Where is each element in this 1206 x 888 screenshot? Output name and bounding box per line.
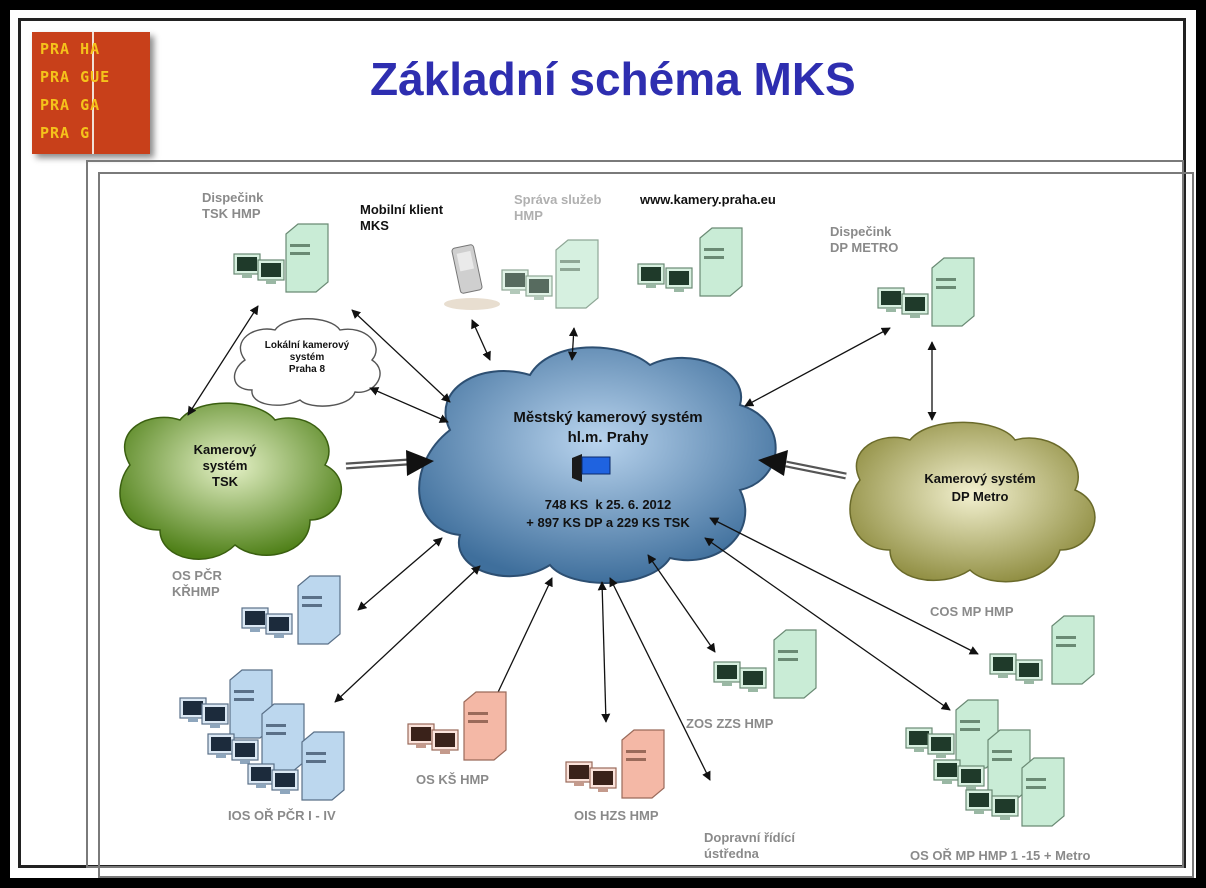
tsk-dispatch-servers: [233, 223, 329, 293]
link-osmp-center: [704, 537, 951, 711]
link-mobile-center: [471, 319, 491, 361]
link-hzs-center: [597, 581, 611, 723]
metro-dispatch-label: Dispečink DP METRO: [830, 224, 899, 255]
ios-label: IOS OŘ PČR I - IV: [228, 808, 336, 823]
ios-servers: [179, 669, 345, 801]
tsk-feed-arrow: [345, 450, 434, 476]
dopravni-label: Dopravní řídící ústředna: [704, 830, 796, 861]
metro-feed-arrow: [758, 450, 847, 480]
metro-cloud-label: Kamerový systém DP Metro: [924, 471, 1036, 504]
praha-logo: PRA HA PRA GUE PRA GA PRA G: [32, 32, 150, 154]
diagram-frame: [86, 160, 1184, 868]
ks-label: OS KŠ HMP: [416, 772, 489, 787]
link-local-center: [369, 387, 449, 423]
web-label: www.kamery.praha.eu: [640, 192, 776, 207]
link-metro-dispatch-center: [744, 327, 891, 407]
ks-servers: [407, 691, 507, 761]
sprava-servers: [501, 239, 599, 309]
diagram-canvas: [119, 223, 1096, 827]
link-tsk-dispatch-center: [351, 309, 451, 403]
hzs-label: OIS HZS HMP: [574, 808, 659, 823]
hzs-servers: [565, 729, 665, 799]
logo-row-2: PRA GUE: [40, 68, 111, 86]
sprava-label: Správa služeb HMP: [514, 192, 602, 223]
link-sprava-center: [567, 327, 579, 361]
link-ks-center: [491, 577, 553, 706]
link-pcr-center: [357, 537, 443, 611]
logo-row-4: PRA G: [40, 124, 91, 142]
link-zzs-center: [647, 554, 716, 653]
center-stats: 748 KS k 25. 6. 2012 + 897 KS DP a 229 K…: [526, 497, 690, 530]
camera-icon: [572, 454, 611, 482]
pcr-label: OS PČR KŘHMP: [172, 568, 222, 599]
link-dopravni-center: [609, 577, 711, 781]
logo-row-3: PRA GA: [40, 96, 101, 114]
tsk-dispatch-label: Dispečink TSK HMP: [202, 190, 264, 221]
center-title: Městský kamerový systém hl.m. Prahy: [513, 409, 703, 446]
cos-servers: [989, 615, 1095, 685]
mobile-client-icon: [444, 244, 500, 310]
osmp-servers: [905, 699, 1065, 827]
web-servers: [637, 227, 743, 297]
local-cloud-label: Lokální kamerový systém Praha 8: [264, 340, 350, 375]
link-tsk-dispatch-tsk: [187, 305, 259, 416]
metro-dispatch-servers: [877, 257, 975, 327]
tsk-cloud-label: Kamerový systém TSK: [193, 442, 257, 489]
osmp-label: OS OŘ MP HMP 1 -15 + Metro: [910, 848, 1091, 863]
slide: PRA HA PRA GUE PRA GA PRA G Základní sch…: [10, 10, 1196, 878]
mobile-client-label: Mobilní klient MKS: [360, 202, 444, 233]
cos-label: COS MP HMP: [930, 604, 1014, 619]
pcr-servers: [241, 575, 341, 645]
zzs-label: ZOS ZZS HMP: [686, 716, 774, 731]
link-ios-center: [334, 565, 481, 703]
diagram-frame-shadow: [98, 172, 1194, 878]
logo-row-1: PRA HA: [40, 40, 101, 58]
zzs-servers: [713, 629, 817, 699]
slide-title: Základní schéma MKS: [370, 53, 856, 105]
